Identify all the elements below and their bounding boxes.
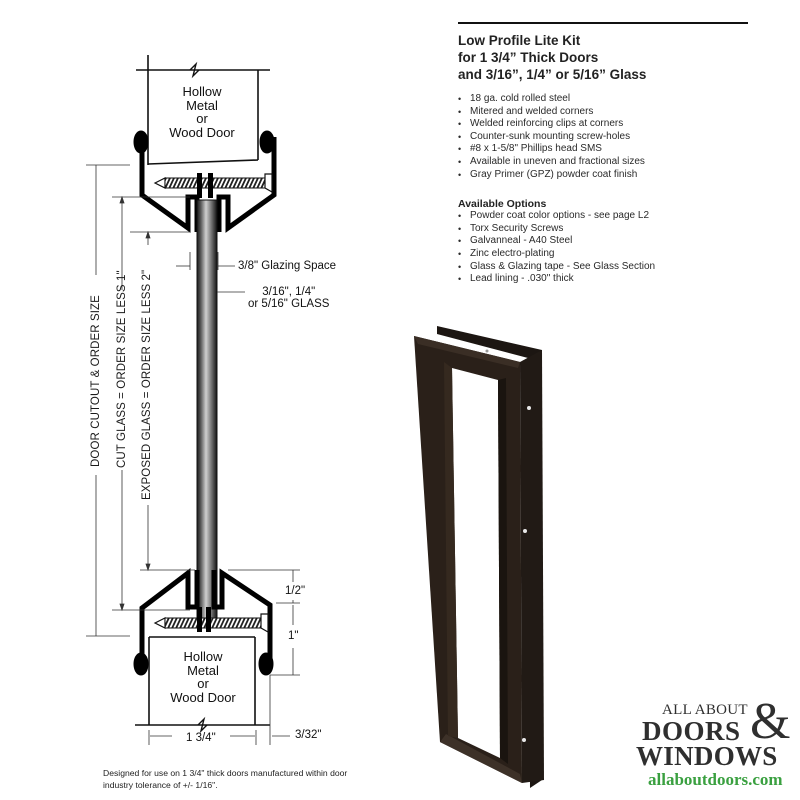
logo-line-2: DOORS: [642, 716, 741, 746]
option-item: Glass & Glazing tape - See Glass Section: [458, 261, 778, 274]
glazing-space-label: 3/8" Glazing Space: [238, 260, 337, 272]
dim-cut-glass-label: CUT GLASS = ORDER SIZE LESS 1": [116, 270, 128, 468]
product-image: [400, 318, 600, 788]
lite-kit-frame-icon: [414, 326, 544, 788]
dimension-lines: [86, 164, 300, 745]
top-door-label: Hollow Metal or Wood Door: [142, 85, 262, 140]
door-label-line: Metal: [187, 662, 219, 678]
glass-thickness-line: 3/16", 1/4": [262, 286, 316, 298]
door-label-line: Metal: [186, 97, 218, 113]
options-list: Powder coat color options - see page L2 …: [458, 210, 778, 286]
feature-item: Counter-sunk mounting screw-holes: [458, 131, 778, 144]
options-title: Available Options: [458, 198, 547, 211]
title-line: for 1 3/4” Thick Doors: [458, 50, 599, 65]
bottom-door-label: Hollow Metal or Wood Door: [143, 650, 263, 705]
logo-ampersand: &: [750, 693, 791, 750]
dim-offset-label: 3/32": [295, 729, 322, 741]
dim-one-inch-label: 1": [288, 630, 299, 642]
option-item: Galvanneal - A40 Steel: [458, 235, 778, 248]
top-screw: [153, 173, 273, 198]
features-list: 18 ga. cold rolled steel Mitered and wel…: [458, 93, 778, 181]
door-label-line: or: [196, 111, 208, 127]
dim-door-cutout-label: DOOR CUTOUT & ORDER SIZE: [90, 295, 102, 467]
bottom-frame-profile: [133, 567, 274, 676]
option-item: Lead lining - .030" thick: [458, 273, 778, 286]
title-line: and 3/16”, 1/4” or 5/16” Glass: [458, 67, 647, 82]
dim-door-thickness-label: 1 3/4": [186, 732, 216, 744]
feature-item: Welded reinforcing clips at corners: [458, 118, 778, 131]
bottom-screw: [153, 607, 269, 634]
door-label-line: or: [197, 676, 209, 692]
glass-pane: [196, 199, 218, 619]
option-item: Powder coat color options - see page L2: [458, 210, 778, 223]
logo-line-1: ALL ABOUT: [662, 702, 748, 718]
bottom-door: [135, 636, 270, 734]
option-item: Zinc electro-plating: [458, 248, 778, 261]
door-label-line: Wood Door: [170, 689, 236, 705]
dim-exposed-glass-label: EXPOSED GLASS = ORDER SIZE LESS 2": [141, 269, 153, 500]
door-label-line: Wood Door: [169, 124, 235, 140]
door-label-line: Hollow: [183, 649, 223, 664]
feature-item: Mitered and welded corners: [458, 106, 778, 119]
diagram-drawing: [86, 55, 300, 745]
logo-url-link[interactable]: allaboutdoors.com: [648, 770, 783, 789]
top-door: [136, 55, 270, 165]
glass-thickness-label: 3/16", 1/4" or 5/16" GLASS: [248, 286, 329, 310]
logo-line-3: WINDOWS: [636, 741, 778, 771]
dim-half-inch-label: 1/2": [285, 585, 306, 597]
title-line: Low Profile Lite Kit: [458, 33, 581, 48]
spec-title: Low Profile Lite Kit for 1 3/4” Thick Do…: [458, 32, 778, 83]
title-rule: [458, 22, 748, 24]
door-label-line: Hollow: [182, 84, 222, 99]
glass-thickness-line: or 5/16" GLASS: [248, 298, 330, 311]
footnote: Designed for use on 1 3/4" thick doors m…: [103, 768, 348, 790]
feature-item: Available in uneven and fractional sizes: [458, 156, 778, 169]
feature-item: #8 x 1-5/8" Phillips head SMS: [458, 143, 778, 156]
spec-sheet: Low Profile Lite Kit for 1 3/4” Thick Do…: [458, 22, 778, 286]
option-item: Torx Security Screws: [458, 223, 778, 236]
feature-item: Gray Primer (GPZ) powder coat finish: [458, 169, 778, 182]
section-diagram: Hollow Metal or Wood Door Hollow Metal o…: [86, 55, 348, 790]
feature-item: 18 ga. cold rolled steel: [458, 93, 778, 106]
